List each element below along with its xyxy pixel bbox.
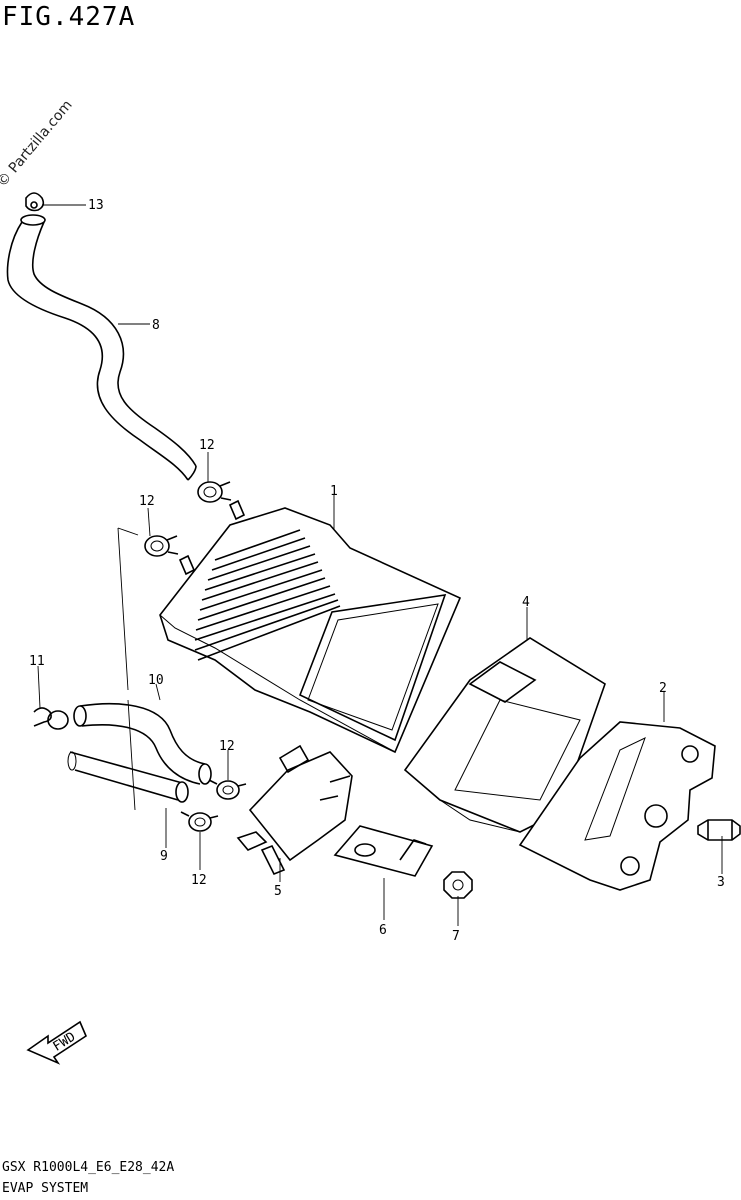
indicator-lines [117,527,139,811]
bracket-2[interactable] [518,721,716,891]
fwd-arrow-icon: FWD [26,1020,87,1065]
clip-11[interactable] [33,707,69,730]
canister-1[interactable] [159,499,462,754]
callout-5: 5 [274,884,282,899]
hose-8[interactable] [6,214,197,481]
callout-12-lower: 12 [191,873,207,888]
cover-4[interactable] [403,637,606,833]
callout-11: 11 [29,654,45,669]
clamp-12-mid[interactable] [208,779,247,800]
nut-7[interactable] [443,871,473,899]
callout-4: 4 [522,595,530,610]
callout-7: 7 [452,929,460,944]
section-title: EVAP SYSTEM [2,1181,89,1196]
bracket-6[interactable] [333,825,434,877]
clamp-12-left[interactable] [144,535,179,557]
callout-13: 13 [88,198,104,213]
clip-13[interactable] [25,192,45,212]
figure-title: FIG.427A [2,2,136,32]
callout-12-left: 12 [139,494,155,509]
valve-5[interactable] [236,744,353,876]
clamp-12-lower[interactable] [180,811,219,832]
callout-2: 2 [659,681,667,696]
leader-lines [37,204,723,926]
callout-6: 6 [379,923,387,938]
callout-8: 8 [152,318,160,333]
diagram-code: GSX R1000L4_E6_E28_42A [2,1160,175,1175]
callout-10: 10 [148,673,164,688]
hose-9[interactable] [67,751,189,803]
callout-12-upper: 12 [199,438,215,453]
callout-1: 1 [330,484,338,499]
hose-10[interactable] [73,702,212,785]
clamp-12-upper[interactable] [197,481,232,503]
callout-3: 3 [717,875,725,890]
bolt-3[interactable] [697,819,741,841]
callout-12-mid: 12 [219,739,235,754]
callout-9: 9 [160,849,168,864]
